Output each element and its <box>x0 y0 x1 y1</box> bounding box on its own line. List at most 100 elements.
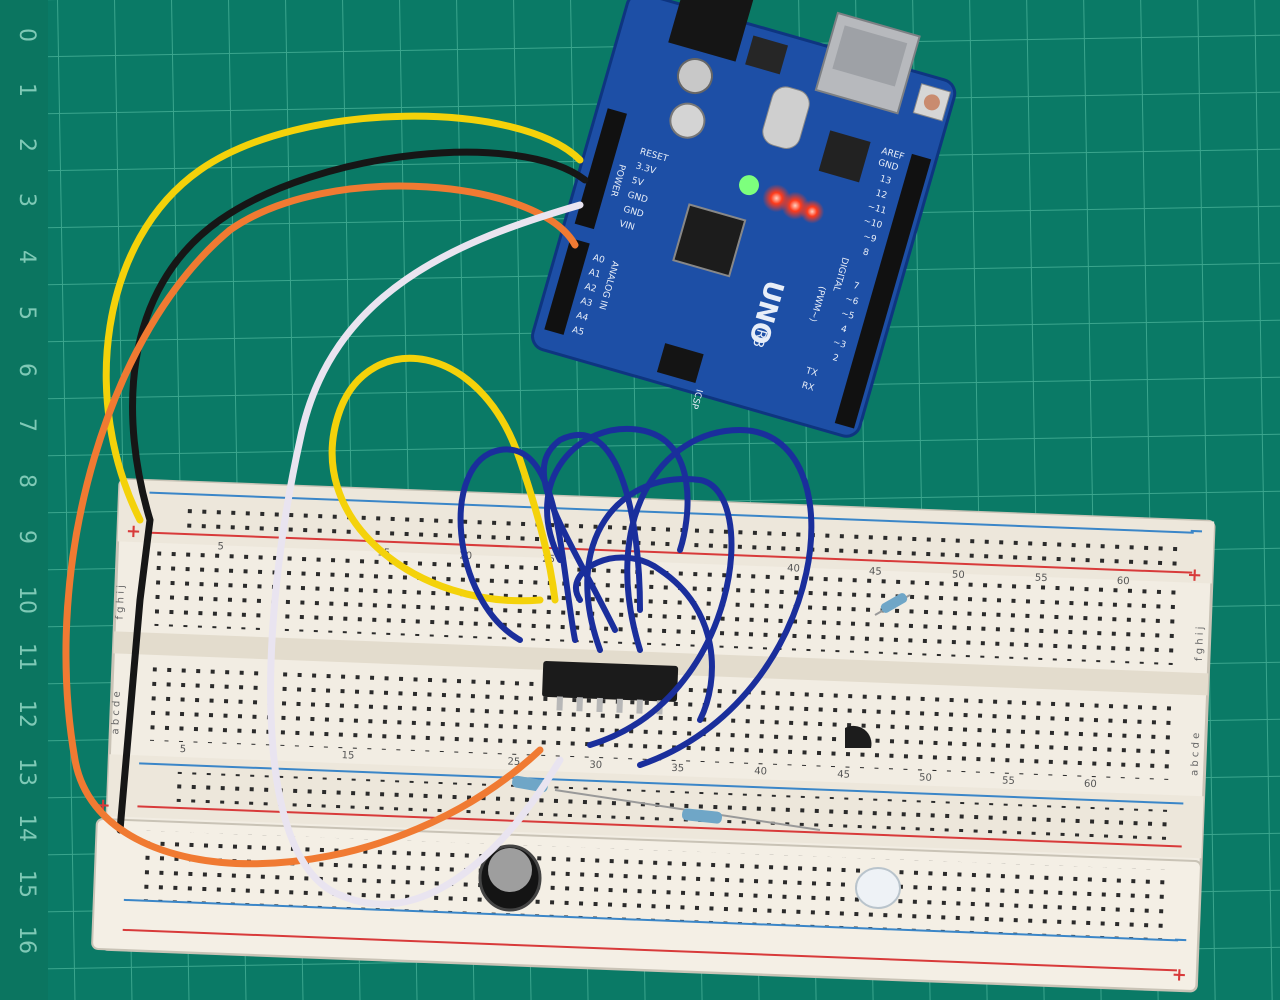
row-letters-top: f g h i j <box>115 585 127 620</box>
rail-line-blue <box>123 898 1179 942</box>
led-rx <box>800 199 825 224</box>
analog-header <box>544 237 590 335</box>
ruler-mark: 3 <box>14 193 39 207</box>
pin-label-a5: A5 <box>571 325 585 338</box>
board-revision: R3 <box>749 327 770 349</box>
mat-ruler: 0 1 2 3 4 5 6 7 8 9 10 11 12 13 14 15 16 <box>14 28 39 954</box>
capacitor-1 <box>676 58 713 95</box>
rail-line-blue <box>139 762 1184 805</box>
pin-label-a2: A2 <box>583 282 597 295</box>
rail-line-red <box>147 531 1193 574</box>
ruler-mark: 5 <box>14 306 39 320</box>
ruler-mark: 0 <box>14 28 39 42</box>
row-letters-top-right: f g h i j <box>1194 626 1206 661</box>
led-on <box>739 175 760 196</box>
rail-minus-marker: − <box>1173 929 1189 951</box>
pin-label-8: 8 <box>862 247 871 258</box>
breadboard: 5 15 20 25 40 45 50 55 60 5 15 25 30 35 … <box>91 478 1216 993</box>
main-chip <box>672 203 747 278</box>
rail-holes <box>178 499 1179 569</box>
pin-label-7: 7 <box>852 281 860 292</box>
rail-line-blue <box>149 491 1194 534</box>
ruler-mark: 14 <box>14 814 39 842</box>
ruler-mark: 9 <box>14 530 39 544</box>
column-number: 40 <box>754 766 767 777</box>
digital-header <box>834 153 932 429</box>
column-number: 25 <box>507 757 520 768</box>
ruler-mark: 2 <box>14 138 39 152</box>
column-number: 55 <box>1002 776 1015 787</box>
pin-label-5v: 5V <box>630 176 645 189</box>
pin-label-4: 4 <box>840 324 849 335</box>
terminal-holes-bottom <box>149 660 1178 781</box>
ruler-mark: 12 <box>14 700 39 728</box>
pcb <box>531 0 957 438</box>
column-number: 30 <box>589 760 602 771</box>
column-number: 5 <box>179 744 186 755</box>
black-wire <box>116 148 589 834</box>
column-number: 40 <box>787 563 800 574</box>
rail-line-red <box>122 928 1177 972</box>
ic-chip <box>542 660 679 702</box>
regulator <box>745 35 789 75</box>
orange-wire <box>62 182 579 868</box>
row-letters-bottom: a b c d e <box>110 691 123 735</box>
blue-wire <box>584 476 735 748</box>
usb-jack-inner <box>832 25 908 87</box>
pin-label-9: ~9 <box>862 232 878 245</box>
blue-wire <box>540 431 643 633</box>
transistor <box>845 725 872 748</box>
reset-button-cap[interactable] <box>922 92 942 112</box>
column-number: 45 <box>869 566 882 577</box>
dc-jack <box>668 0 758 62</box>
pin-label-5: ~5 <box>840 309 856 322</box>
ruler-mark: 10 <box>14 586 39 614</box>
ruler-mark: 16 <box>14 926 39 954</box>
ruler-mark: 1 <box>14 83 39 97</box>
ruler-mark: 4 <box>14 250 39 264</box>
yellow-wire <box>102 112 584 524</box>
rail-holes <box>167 771 1169 840</box>
pin-label-3: ~3 <box>832 338 848 351</box>
blue-wire <box>457 446 578 643</box>
power-header <box>574 108 627 230</box>
capacitor-2 <box>669 102 706 139</box>
column-number: 55 <box>1035 573 1048 584</box>
icsp-header <box>656 343 704 384</box>
row-letters-bottom-right: a b c d e <box>1189 733 1202 777</box>
pin-label-vin: VIN <box>618 219 636 233</box>
pin-label-13: 13 <box>878 174 892 187</box>
pin-label-a1: A1 <box>587 268 601 281</box>
rail-plus-marker: + <box>126 521 142 543</box>
ruler-mark: 6 <box>14 363 39 377</box>
ruler-mark: 15 <box>14 870 39 898</box>
pin-label-a4: A4 <box>575 311 589 324</box>
rail-minus-marker: − <box>1188 521 1204 543</box>
ruler-mark: 11 <box>14 643 39 671</box>
blue-wire <box>573 554 715 723</box>
pin-label-tx: TX <box>804 366 819 379</box>
rail-plus-marker: + <box>1187 564 1203 586</box>
resistor <box>874 593 911 616</box>
column-number: 50 <box>952 569 965 580</box>
column-number: 15 <box>341 750 354 761</box>
jumper-wires <box>62 112 815 908</box>
center-channel <box>113 631 1209 696</box>
ruler-mark: 13 <box>14 758 39 786</box>
arduino-uno-board: RESET 3.3V 5V GND GND VIN POWER A0 A1 A2… <box>531 0 957 438</box>
rail-line-red <box>137 805 1182 848</box>
pin-label-12: 12 <box>874 189 888 202</box>
crystal <box>762 86 810 149</box>
capacitor-top <box>488 848 532 892</box>
pin-label-6: ~6 <box>844 294 860 307</box>
ruler-mark: 8 <box>14 474 39 488</box>
usb-chip <box>818 130 871 183</box>
rail-plus-marker: + <box>1171 964 1187 986</box>
white-wire <box>267 201 584 908</box>
pin-label-rx: RX <box>800 381 815 394</box>
ruler-mark: 7 <box>14 418 39 432</box>
yellow-loop-wire <box>328 354 559 605</box>
mat-ruler-strip <box>0 0 48 1000</box>
column-number: 50 <box>919 772 932 783</box>
